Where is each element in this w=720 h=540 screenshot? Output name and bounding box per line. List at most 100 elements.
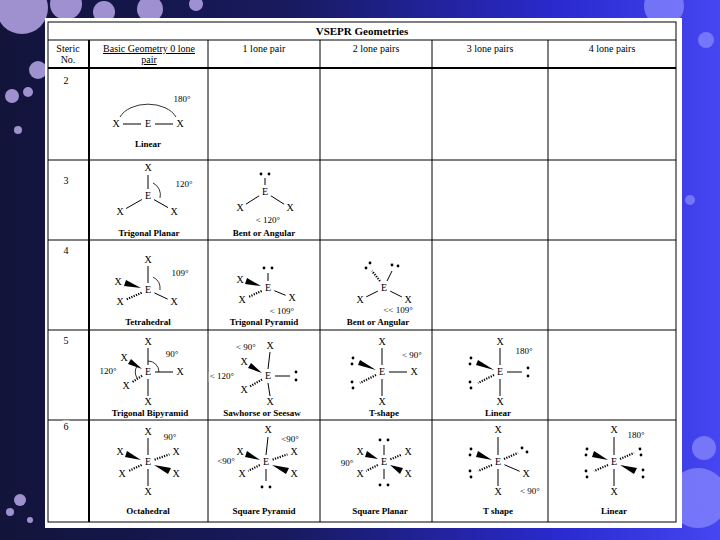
molecule-bonds-part [372,271,380,281]
atom-symbol: X [172,447,179,457]
table-grid-part [48,330,676,331]
atom-symbol: X [144,397,151,407]
geometry-name: Tetrahedral [124,318,172,328]
atom-symbol: E [263,457,269,467]
molecule-bonds-part [469,381,472,384]
molecule-bonds-part [585,454,588,457]
molecule-bonds-part [268,383,270,396]
molecule-bonds-part [266,437,268,455]
atom-symbol: X [112,119,119,129]
atom-symbol: X [266,397,273,407]
molecule-bonds-part [387,271,392,281]
molecule-bonds-part [352,357,355,360]
table-title: VSEPR Geometries [315,25,410,37]
atom-symbol: X [290,469,297,479]
molecule-bonds-part [478,375,494,383]
molecule-bonds-part [642,476,645,479]
bond-angle: 180° [626,431,645,441]
molecule-bonds-part [586,476,589,479]
molecule-bonds-part [470,476,473,479]
molecule-bonds-part [351,363,354,366]
molecule-bonds-part [526,451,529,454]
molecule-bonds-part [365,451,378,459]
molecule-bonds-part [500,348,501,365]
atom-symbol: X [522,469,529,479]
atom-symbol: X [236,447,243,457]
molecule-bonds-part [639,448,642,451]
decor-bubbles-right-part [698,32,714,48]
bond-angle: < 90° [235,343,257,353]
molecule-bonds-part [387,439,390,442]
molecule-bonds-part [266,469,267,481]
molecule-bonds-part [390,465,403,474]
molecule-bonds-part [642,469,645,472]
geometry-name: Sawhorse or Seesaw [222,409,301,419]
decor-bubbles-part [23,87,33,97]
column-header: Basic Geometry 0 lone pair [102,43,196,65]
atom-symbol: X [240,357,247,367]
molecule-bonds-part [379,439,382,442]
molecule-bonds-part [614,469,615,486]
molecule-bonds-part [384,445,385,455]
molecule-bonds-part [128,465,141,471]
geometry-name: Trigonal Pyramid [229,318,300,328]
molecule-bonds-part [248,465,260,471]
atom-symbol: X [494,487,501,497]
atom-symbol: E [495,457,501,467]
molecule-bonds-part [366,291,378,297]
molecule-bonds-part [153,183,160,198]
atom-symbol: X [290,447,297,457]
molecule-bonds-part [389,372,407,373]
atom-symbol: X [176,119,183,129]
molecule-bonds-part [384,469,385,479]
molecule-bonds-part [476,451,492,460]
geometry-name: T shape [482,507,514,517]
molecule-bonds-part [586,448,589,451]
molecule-bonds-part [390,455,401,460]
molecule-bonds-part [585,470,588,473]
geometry-name: Linear [484,409,512,419]
molecule-bonds-part [154,465,171,474]
molecule-bonds-part [155,124,173,125]
steric-number: 6 [63,421,70,432]
table-grid-part [48,40,676,41]
molecule-bonds-part [126,293,141,300]
decor-bubbles-part [189,0,203,11]
table-grid-part [48,22,676,522]
molecule-bonds-part [148,266,149,283]
atom-symbol: E [381,457,387,467]
bond-angle: 90° [163,433,178,443]
molecule-bonds-part [521,447,524,450]
bond-angle: 90° [340,459,355,469]
molecule-bonds-part [148,175,149,189]
molecule-bonds-part [154,200,168,208]
bond-angle: 120° [98,367,117,377]
atom-symbol: X [144,255,151,265]
molecule-bonds-part [261,486,264,489]
atom-symbol: E [145,457,151,467]
molecule-bonds-part [265,178,266,185]
molecule-bonds-part [369,262,372,265]
molecule-bonds-part [351,381,354,384]
atom-symbol: X [144,337,151,347]
molecule-bonds [120,104,644,488]
molecule-bonds-part [382,348,383,365]
molecule-bonds-part [268,273,269,281]
atom-symbol: X [286,203,293,213]
molecule-bonds-part [379,484,382,487]
molecule-bonds-part [269,486,272,489]
steric-number: 4 [63,245,70,256]
molecule-bonds-part [620,465,637,474]
steric-number: 3 [63,175,70,186]
geometry-name: T-shape [368,409,400,419]
molecule-bonds-part [360,375,376,383]
molecule-bonds-part [275,376,290,377]
atom-symbol: X [356,447,363,457]
decor-bubbles-part [6,508,14,516]
bond-angle: < 109° [269,307,295,317]
atom-symbol: X [496,337,503,347]
atom-symbol: X [114,277,121,287]
atom-symbol: X [144,487,151,497]
bond-angle: 180° [514,347,533,357]
atom-symbol: X [116,447,123,457]
